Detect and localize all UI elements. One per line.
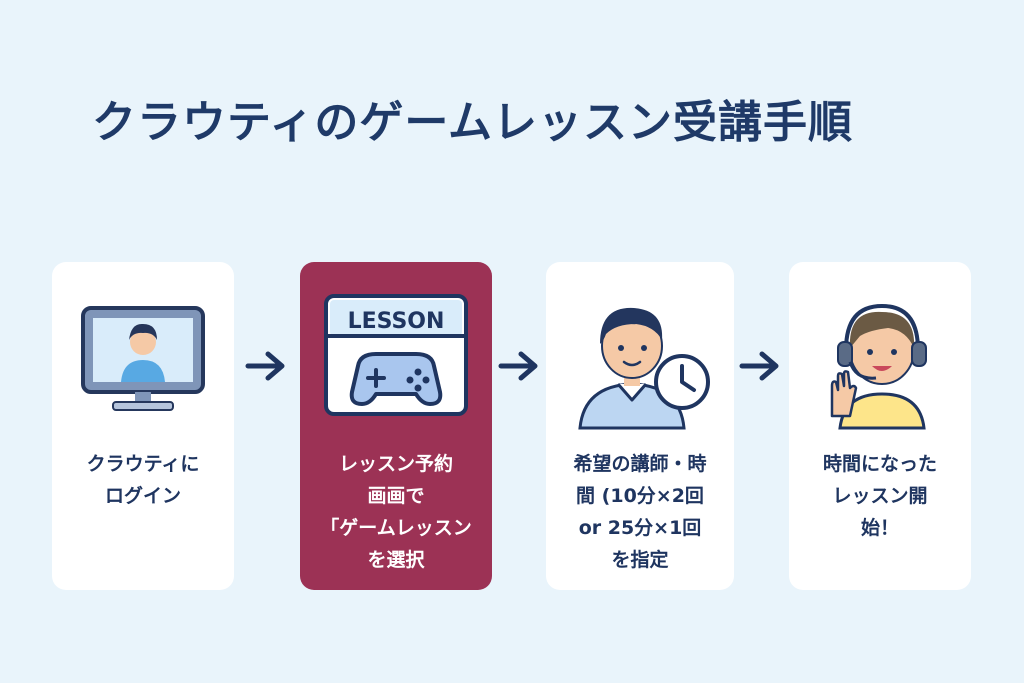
arrow-right-icon: [739, 351, 779, 381]
step-text-select-lesson: レッスン予約 画画で 「ゲームレッスン を選択: [320, 453, 472, 571]
lesson-gamepad-icon: LESSON: [300, 290, 492, 430]
arrow-right-icon: [245, 351, 285, 381]
step-text-login: クラウティに ログイン: [86, 453, 200, 507]
step-card-choose-teacher: 希望の講師・時 間 (10分×2回 or 25分×1回 を指定: [546, 262, 734, 590]
step-text-start-lesson: 時間になった レッスン開 始！: [822, 453, 937, 539]
step-card-select-lesson: LESSON レッスン予約 画画で 「ゲームレッスン を選択: [300, 262, 492, 590]
step-text-choose-teacher: 希望の講師・時 間 (10分×2回 or 25分×1回 を指定: [573, 453, 707, 571]
lesson-banner-text: LESSON: [348, 309, 445, 334]
monitor-user-icon: [52, 290, 234, 430]
arrow-right-icon: [498, 351, 538, 381]
headset-waving-child-icon: [789, 290, 971, 430]
page-title: クラウティのゲームレッスン受講手順: [92, 97, 854, 148]
step-card-start-lesson: 時間になった レッスン開 始！: [789, 262, 971, 590]
teacher-clock-icon: [546, 290, 734, 430]
step-card-login: クラウティに ログイン: [52, 262, 234, 590]
